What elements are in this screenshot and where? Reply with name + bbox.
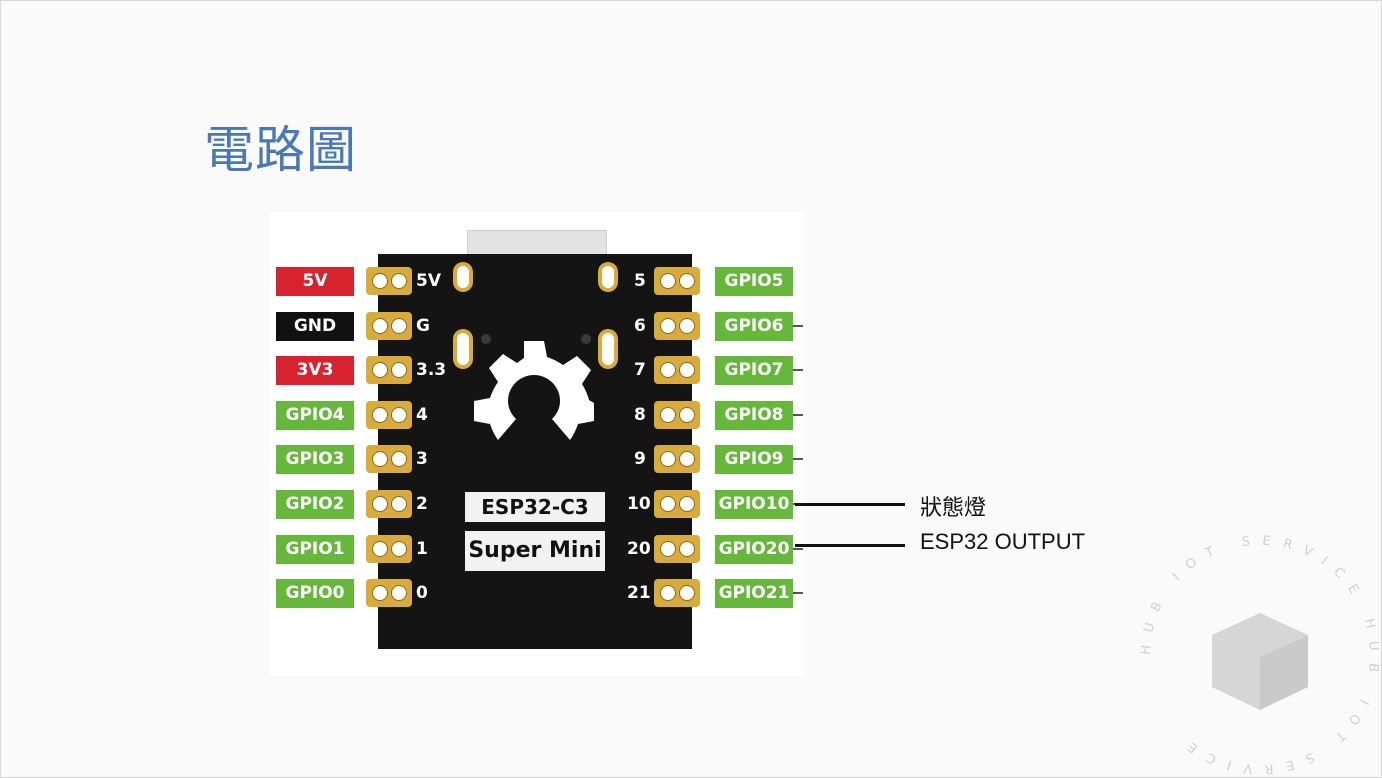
page-title: 電路圖 xyxy=(204,121,357,179)
pin-number-left: 4 xyxy=(416,404,428,425)
pin-lead-line xyxy=(793,369,803,372)
pin-pad xyxy=(366,356,412,385)
pin-label-left-gpio1: GPIO1 xyxy=(276,534,354,564)
led-dot xyxy=(581,334,591,344)
pin-number-right: 21 xyxy=(627,583,651,604)
pin-pad xyxy=(654,356,700,385)
pin-lead-line xyxy=(793,592,803,595)
pin-label-right-gpio9: GPIO9 xyxy=(715,445,793,475)
pin-pad xyxy=(366,445,412,474)
hub-cube-icon xyxy=(1212,613,1308,710)
pin-label-left-gpio4: GPIO4 xyxy=(276,400,354,430)
pin-pad xyxy=(654,579,700,608)
open-hardware-gear-icon xyxy=(474,341,594,440)
gpio20-wire xyxy=(795,544,905,547)
pin-number-right: 7 xyxy=(634,360,646,381)
pin-label-right-gpio20: GPIO20 xyxy=(715,534,793,564)
led-dot xyxy=(481,334,491,344)
pin-pad xyxy=(654,400,700,429)
pin-label-right-gpio6: GPIO6 xyxy=(715,311,793,341)
status-led-annotation: 狀態燈 xyxy=(920,495,987,520)
pin-number-right: 6 xyxy=(634,315,646,336)
pin-number-left: 3.3 xyxy=(416,360,447,381)
pin-label-right-gpio21: GPIO21 xyxy=(715,579,793,609)
mounting-slot xyxy=(453,262,473,292)
pin-label-left-gpio0: GPIO0 xyxy=(276,579,354,609)
pin-label-right-gpio8: GPIO8 xyxy=(715,400,793,430)
pin-pad xyxy=(654,445,700,474)
pin-number-left: 3 xyxy=(416,449,428,470)
pin-pad xyxy=(654,534,700,563)
pin-label-right-gpio10: GPIO10 xyxy=(715,490,793,519)
pin-number-right: 10 xyxy=(627,494,651,514)
pin-lead-line xyxy=(793,324,803,327)
pin-number-left: 1 xyxy=(416,538,428,559)
pin-label-left-gpio2: GPIO2 xyxy=(276,490,354,519)
pin-label-left-gnd: GND xyxy=(276,311,354,341)
pin-label-left-gpio3: GPIO3 xyxy=(276,445,354,475)
pin-number-left: G xyxy=(416,315,430,336)
mounting-slot xyxy=(598,262,618,292)
pin-pad xyxy=(366,534,412,563)
pin-pad xyxy=(366,311,412,340)
pcb-board xyxy=(378,254,692,649)
pin-pad xyxy=(366,400,412,429)
mounting-slot xyxy=(598,329,618,369)
pin-number-right: 8 xyxy=(634,404,646,425)
pin-number-right: 5 xyxy=(634,271,646,291)
pin-number-left: 5V xyxy=(416,271,441,291)
pin-label-left-5v: 5V xyxy=(276,267,354,296)
pin-label-left-3v3: 3V3 xyxy=(276,356,354,386)
chip-name-label: ESP32-C3 xyxy=(465,492,605,522)
pin-number-right: 9 xyxy=(634,449,646,470)
pin-pad xyxy=(654,490,700,518)
pin-lead-line xyxy=(793,547,803,550)
pin-lead-line xyxy=(793,413,803,416)
pin-pad xyxy=(366,579,412,608)
pin-pad xyxy=(366,267,412,295)
mounting-slot xyxy=(453,329,473,369)
pin-pad xyxy=(654,267,700,295)
pin-label-right-gpio5: GPIO5 xyxy=(715,267,793,296)
chip-subname-label: Super Mini xyxy=(465,531,605,571)
pin-number-right: 20 xyxy=(627,538,651,559)
pin-label-right-gpio7: GPIO7 xyxy=(715,356,793,386)
pin-pad xyxy=(366,490,412,518)
hub-watermark-logo: HUB IOT SERVICE HUB IOT SERVICE xyxy=(1139,535,1370,775)
pin-lead-line xyxy=(793,458,803,461)
pin-number-left: 2 xyxy=(416,494,428,514)
output-annotation: ESP32 OUTPUT xyxy=(920,529,1086,554)
gpio10-wire xyxy=(795,503,905,506)
pin-number-left: 0 xyxy=(416,583,428,604)
pin-pad xyxy=(654,311,700,340)
